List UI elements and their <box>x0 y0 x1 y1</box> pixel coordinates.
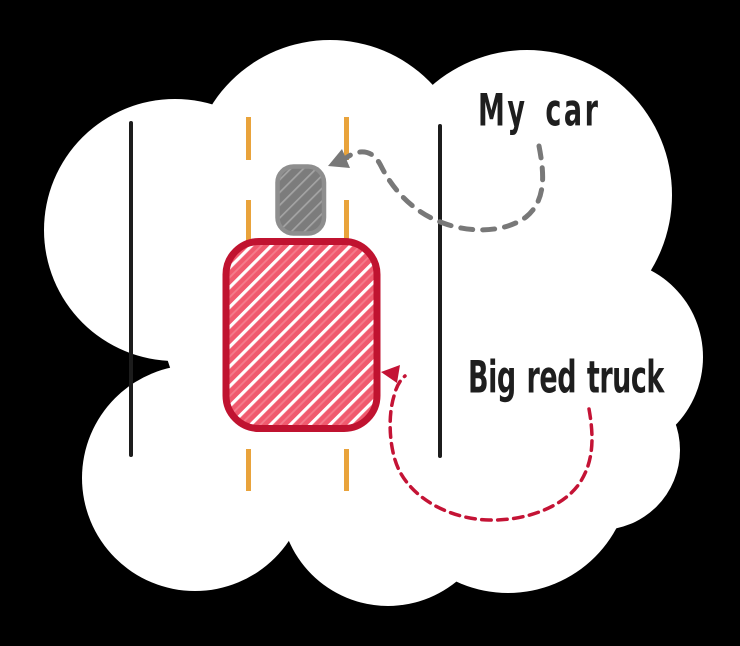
truck-arrow <box>381 365 594 522</box>
label-my-car: My car <box>478 85 601 137</box>
label-big-red-truck: Big red truck <box>468 352 664 404</box>
car-shape <box>275 164 327 236</box>
car-arrow <box>328 143 546 233</box>
cloud-lobe <box>390 260 570 440</box>
car-arrow-path <box>343 143 546 233</box>
truck-arrowhead-icon <box>381 365 400 383</box>
truck-shape <box>222 238 381 432</box>
truck-arrow-path <box>388 374 594 522</box>
car-arrowhead-icon <box>328 149 350 168</box>
